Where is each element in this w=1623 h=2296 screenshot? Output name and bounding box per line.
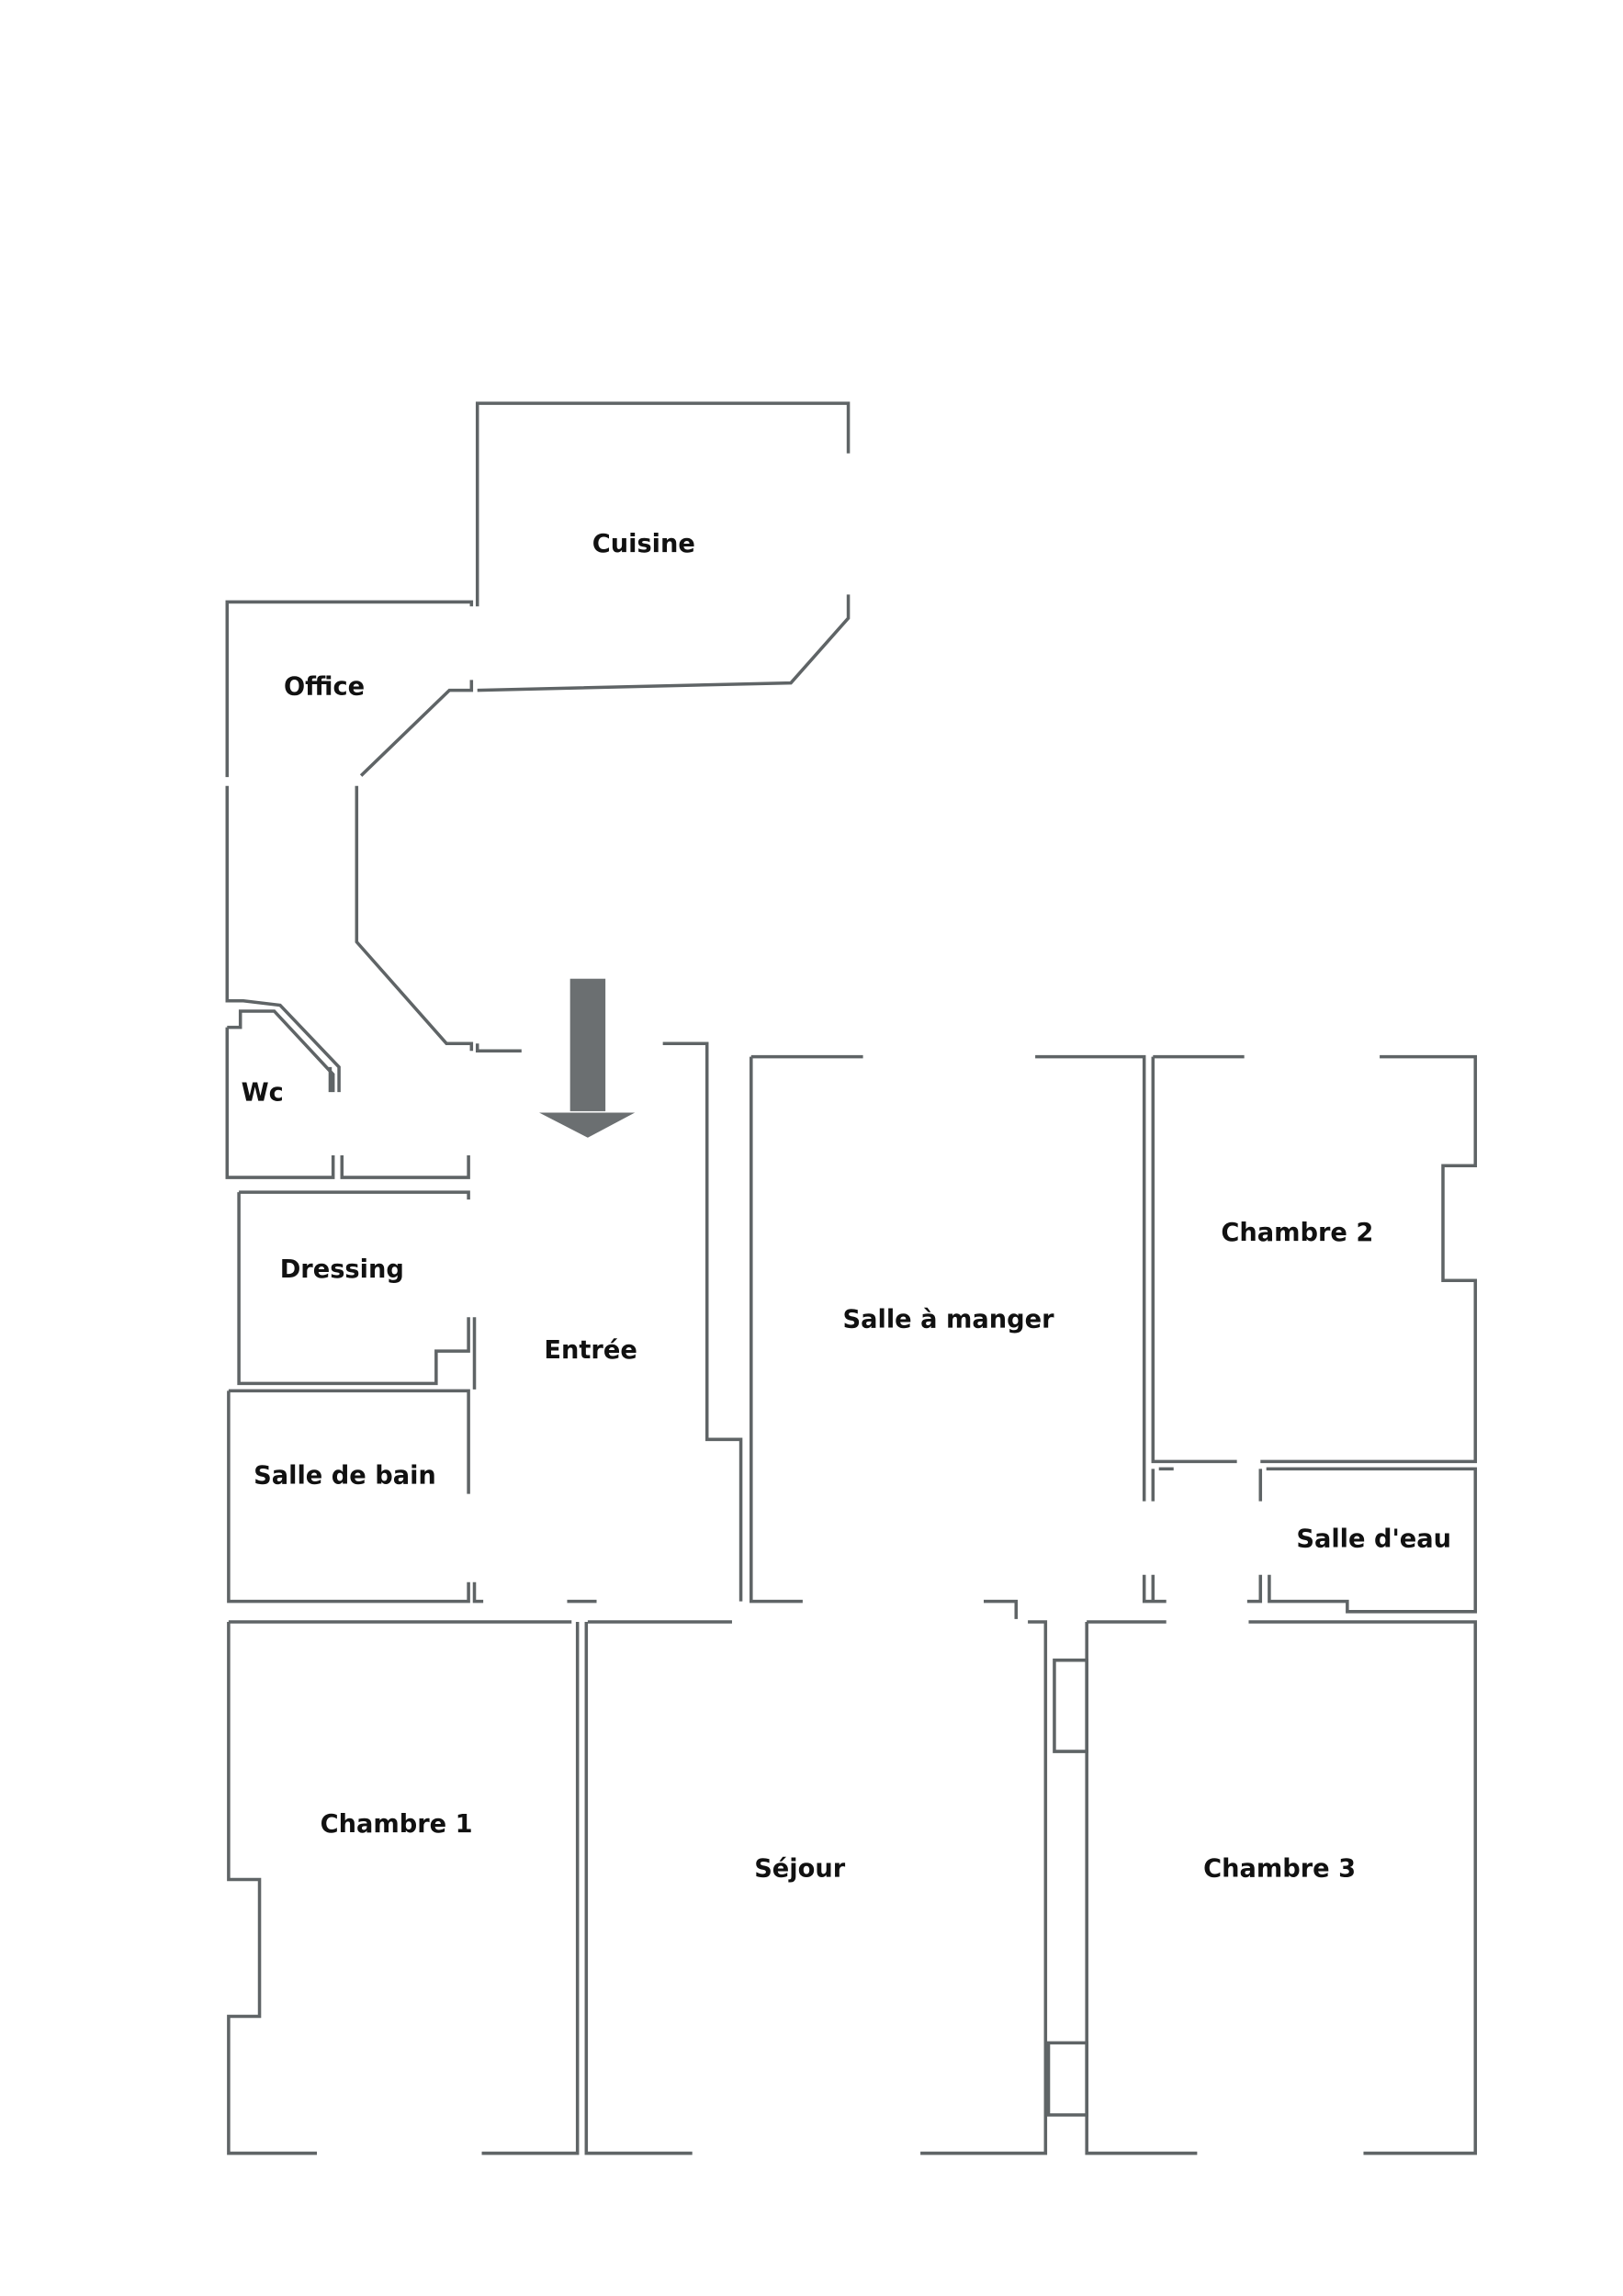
room-label-chambre-2: Chambre 2	[1221, 1219, 1373, 1247]
wall-office-inner	[355, 680, 743, 1602]
arrow-head	[539, 1112, 636, 1138]
wall-sdb	[227, 1389, 597, 1604]
wall-wc	[225, 1009, 470, 1179]
wall-sam	[750, 1054, 1167, 1619]
wall-sde	[1151, 1467, 1478, 1614]
room-label-chambre-1: Chambre 1	[321, 1810, 473, 1839]
room-labels: Cuisine Office Wc Dressing Entrée Salle …	[242, 530, 1451, 1883]
walls	[225, 401, 1478, 2155]
room-label-dressing: Dressing	[280, 1255, 404, 1284]
arrow-down-icon	[569, 978, 606, 1111]
room-label-office: Office	[284, 672, 365, 701]
room-label-salle-de-bain: Salle de bain	[254, 1461, 436, 1490]
room-label-salle-d-eau: Salle d'eau	[1296, 1525, 1451, 1553]
room-label-wc: Wc	[242, 1079, 284, 1108]
room-label-chambre-3: Chambre 3	[1203, 1854, 1356, 1883]
wall-sejour	[587, 1620, 1478, 2155]
room-label-sejour: Séjour	[754, 1854, 846, 1883]
room-label-entree: Entrée	[544, 1336, 637, 1365]
room-label-salle-a-manger: Salle à manger	[843, 1306, 1055, 1334]
wall-cuisine	[475, 401, 851, 692]
wall-ch2	[1151, 1054, 1478, 1502]
entrance-arrow	[539, 978, 636, 1138]
wall-ch1	[227, 1620, 693, 2155]
wall-dressing	[237, 1190, 477, 1390]
wall-chimneys	[1046, 1658, 1088, 2117]
room-label-cuisine: Cuisine	[592, 530, 695, 558]
